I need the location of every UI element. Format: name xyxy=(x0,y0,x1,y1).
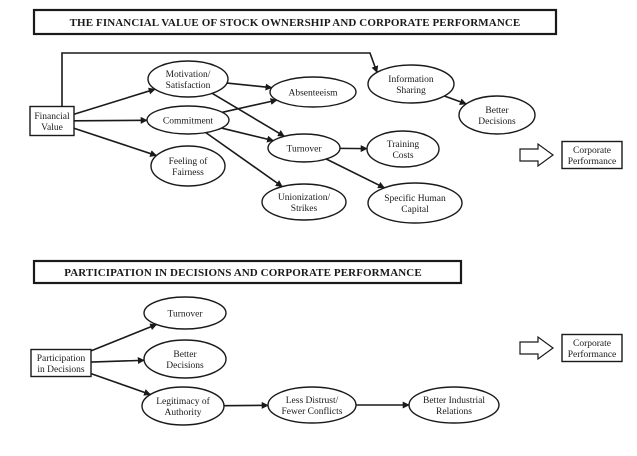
top-node-commitment: Commitment xyxy=(146,105,230,135)
top-node-label: Training xyxy=(387,140,420,150)
top-edge-commitment-to-unionization xyxy=(205,131,283,188)
top-node-shape xyxy=(561,140,623,170)
top-node-turnover: Turnover xyxy=(267,133,341,163)
top-node-label: Absenteeism xyxy=(288,88,338,98)
bottom-edge-participation-to-legitimacy xyxy=(90,372,152,396)
top-node-shape xyxy=(366,130,440,168)
top-node-unionization: Unionization/Strikes xyxy=(261,183,347,221)
bottom-node-label: Turnover xyxy=(167,309,203,319)
top-edge-motivation-to-absenteeism xyxy=(226,82,273,91)
bottom-node-shape xyxy=(141,386,225,426)
top-edge-info-sharing-to-better-decisions xyxy=(444,95,467,106)
top-node-shape xyxy=(150,145,226,187)
top-node-label: Fairness xyxy=(172,168,204,178)
top-diagram: THE FINANCIAL VALUE OF STOCK OWNERSHIP A… xyxy=(29,8,623,224)
top-node-label: Performance xyxy=(568,156,617,167)
top-node-label: Value xyxy=(41,123,63,133)
top-node-shape xyxy=(367,64,455,104)
top-node-label: Turnover xyxy=(286,144,322,154)
bottom-node-shape xyxy=(30,348,92,378)
top-node-label: Feeling of xyxy=(169,156,209,167)
bottom-node-label: Better xyxy=(173,350,197,360)
top-hollow-arrow xyxy=(519,142,555,168)
top-title-banner: THE FINANCIAL VALUE OF STOCK OWNERSHIP A… xyxy=(32,8,558,36)
bottom-node-turnover: Turnover xyxy=(143,296,227,330)
top-node-shape xyxy=(458,95,536,135)
bottom-node-shape xyxy=(408,386,500,424)
top-edge-commitment-to-turnover xyxy=(221,127,275,143)
bottom-node-label: Less Distrust/ xyxy=(286,396,339,406)
top-node-label: Specific Human xyxy=(384,193,446,204)
top-node-shape xyxy=(367,182,463,224)
top-node-shape xyxy=(267,133,341,163)
bottom-edges xyxy=(90,323,410,409)
bottom-node-label: Authority xyxy=(165,408,202,418)
top-node-label: Corporate xyxy=(573,146,611,156)
bottom-diagram: PARTICIPATION IN DECISIONS AND CORPORATE… xyxy=(30,259,623,426)
bottom-node-label: Relations xyxy=(436,407,472,417)
bottom-node-label: Participation xyxy=(37,354,86,364)
top-node-absenteeism: Absenteeism xyxy=(269,76,357,108)
bottom-title: PARTICIPATION IN DECISIONS AND CORPORATE… xyxy=(64,267,422,279)
top-edge-financial-value-to-commitment xyxy=(73,116,148,124)
bottom-node-less-distrust: Less Distrust/Fewer Conflicts xyxy=(267,386,357,424)
bottom-node-shape xyxy=(267,386,357,424)
bottom-node-label: Decisions xyxy=(166,361,204,371)
top-edge-financial-value-to-motivation xyxy=(73,87,156,115)
top-node-label: Information xyxy=(388,74,434,85)
bottom-edge-participation-to-turnover xyxy=(90,323,158,352)
top-node-label: Capital xyxy=(401,205,429,215)
top-node-label: Motivation/ xyxy=(166,70,211,80)
bottom-hollow-arrow xyxy=(519,335,555,361)
top-node-label: Commitment xyxy=(163,116,214,126)
top-node-label: Financial xyxy=(34,112,70,122)
top-edge-financial-value-to-fairness xyxy=(73,127,158,157)
top-node-shape xyxy=(146,105,230,135)
top-node-label: Strikes xyxy=(291,204,318,214)
bottom-node-shape xyxy=(143,339,227,379)
top-edges xyxy=(61,52,467,189)
top-node-label: Unionization/ xyxy=(278,193,331,203)
bottom-node-label: Legitimacy of xyxy=(156,396,210,407)
top-node-shape xyxy=(147,60,229,98)
top-node-shape xyxy=(29,105,75,137)
bottom-node-label: Fewer Conflicts xyxy=(282,406,343,417)
top-node-label: Better xyxy=(485,106,509,116)
bottom-title-banner: PARTICIPATION IN DECISIONS AND CORPORATE… xyxy=(32,259,463,285)
top-edge-turnover-to-specific-capital xyxy=(325,158,386,189)
top-node-label: Costs xyxy=(392,151,413,161)
bottom-node-shape xyxy=(561,333,623,363)
top-edge-motivation-to-turnover xyxy=(211,92,285,137)
top-title: THE FINANCIAL VALUE OF STOCK OWNERSHIP A… xyxy=(70,17,521,29)
bottom-node-label: Corporate xyxy=(573,339,611,349)
top-edge-commitment-to-absenteeism xyxy=(222,98,278,114)
bottom-node-label: Better Industrial xyxy=(423,396,485,406)
bottom-node-label: in Decisions xyxy=(37,365,85,375)
top-node-label: Sharing xyxy=(396,86,426,96)
top-node-label: Decisions xyxy=(478,117,516,127)
top-node-shape xyxy=(261,183,347,221)
top-node-motivation: Motivation/Satisfaction xyxy=(147,60,229,98)
bottom-node-shape xyxy=(143,296,227,330)
bottom-edge-participation-to-better-decisions xyxy=(90,357,145,365)
top-edge-financial-value-to-info-sharing xyxy=(61,52,379,107)
top-node-label: Satisfaction xyxy=(166,80,211,91)
bottom-node-label: Performance xyxy=(568,349,617,360)
top-node-shape xyxy=(269,76,357,108)
